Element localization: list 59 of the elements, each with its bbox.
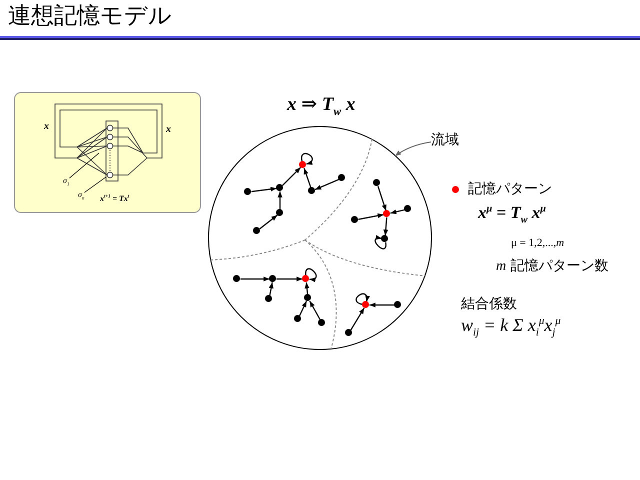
state-dot: [318, 319, 325, 326]
arrow: [390, 209, 405, 214]
loop-arrow: [305, 268, 317, 282]
variable-label: x: [44, 121, 49, 132]
arrow: [309, 300, 321, 320]
leader-line: [84, 176, 106, 193]
annotation-text: m 記憶パターン数: [496, 258, 609, 276]
state-dot: [304, 294, 311, 301]
state-dot: [253, 227, 260, 234]
memory-pattern-dot: [302, 275, 309, 282]
diagram-panel: [14, 92, 201, 213]
memory-pattern-dot: [383, 210, 390, 217]
state-dot: [265, 295, 272, 302]
state-dot: [308, 187, 315, 194]
arrow: [377, 186, 387, 211]
state-dot: [404, 205, 411, 212]
arrow: [304, 168, 312, 188]
arrow: [358, 213, 384, 220]
arrow: [298, 300, 308, 316]
state-dot: [373, 179, 380, 186]
arrow: [369, 302, 395, 308]
memory-pattern-dot: [362, 301, 369, 308]
arrow: [240, 276, 270, 282]
state-space-circle: [208, 126, 432, 350]
callout-label: 流域: [431, 132, 459, 148]
arrow: [314, 178, 340, 190]
arrow: [282, 166, 302, 186]
arrow: [251, 186, 277, 192]
arrow: [383, 217, 388, 236]
state-dot: [244, 188, 251, 195]
state-dot: [351, 216, 358, 223]
state-dot: [276, 209, 283, 216]
loop-arrow: [356, 293, 370, 305]
state-dot: [345, 329, 352, 336]
memory-pattern-dot: [299, 161, 306, 168]
leader-line: [69, 152, 100, 178]
variable-label: x: [166, 124, 171, 136]
arrow: [276, 276, 303, 282]
state-dot: [269, 275, 276, 282]
loop-arrow: [374, 236, 386, 250]
formula: x$^{μ}$ = T$_{w}$ x$^{μ}$: [478, 203, 546, 223]
arrow: [259, 214, 278, 230]
arrow: [350, 308, 365, 330]
state-dot: [381, 235, 388, 242]
arrow: [268, 282, 274, 296]
arrow: [278, 191, 282, 210]
slide-title: 連想記憶モデル: [8, 3, 172, 30]
loop-arrow: [301, 153, 313, 165]
formula: x ⇒ T$_{w}$ x: [287, 94, 356, 116]
state-dot: [294, 315, 301, 322]
arrow: [304, 282, 310, 295]
state-dot: [233, 275, 240, 282]
section-heading: 結合係数: [461, 296, 517, 312]
state-dot: [276, 184, 283, 191]
state-dot: [394, 301, 401, 308]
leader-line: [394, 142, 432, 156]
legend-label: 記憶パターン: [468, 181, 552, 198]
state-dot: [338, 174, 345, 181]
formula: μ = 1,2,...,m: [511, 237, 564, 250]
